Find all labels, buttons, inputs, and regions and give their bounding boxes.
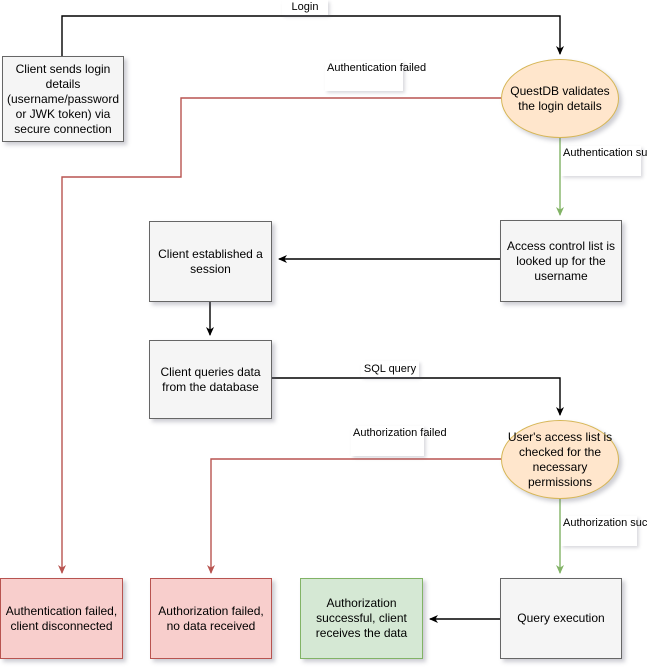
- node-client-queries-data[interactable]: Client queries data from the database: [149, 340, 272, 419]
- node-label: Query execution: [517, 611, 605, 625]
- node-authorization-failed[interactable]: Authorization failed, no data received: [150, 578, 272, 659]
- node-questdb-validates-login[interactable]: QuestDB validates the login details: [501, 59, 619, 138]
- node-label: User's access list is checked for the ne…: [507, 429, 613, 489]
- node-query-execution[interactable]: Query execution: [500, 578, 622, 659]
- node-label: Client sends login details (username/pas…: [6, 61, 120, 136]
- edge-label-sql-query: SQL query: [361, 361, 419, 377]
- node-label: Client queries data from the database: [160, 364, 261, 394]
- node-label: Authentication failed, client disconnect…: [5, 603, 118, 633]
- node-client-established-session[interactable]: Client established a session: [149, 221, 272, 302]
- node-authentication-failed[interactable]: Authentication failed, client disconnect…: [0, 578, 123, 659]
- edge-label-authentication-successful: Authentication successful: [561, 146, 647, 176]
- node-label: Client established a session: [158, 246, 263, 276]
- node-authorization-successful[interactable]: Authorization successful, client receive…: [300, 578, 423, 659]
- edge-login: [61, 15, 564, 56]
- node-client-sends-login-details[interactable]: Client sends login details (username/pas…: [2, 56, 124, 142]
- edge-label-authorization-successful: Authorization successful: [561, 516, 647, 546]
- node-access-control-list-lookup[interactable]: Access control list is looked up for the…: [500, 220, 622, 302]
- edge-label-authorization-failed: Authorization failed: [351, 426, 447, 456]
- node-label: QuestDB validates the login details: [510, 83, 610, 113]
- node-user-access-list-checked[interactable]: User's access list is checked for the ne…: [501, 420, 619, 499]
- edge-authentication-failed: [58, 97, 501, 574]
- edge-sql-query: [272, 377, 564, 416]
- edge-label-login: Login: [282, 0, 328, 15]
- edge-authorization-failed: [207, 458, 501, 574]
- node-label: Authorization failed, no data received: [158, 603, 264, 633]
- node-label: Authorization successful, client receive…: [315, 596, 408, 640]
- node-label: Access control list is looked up for the…: [506, 238, 616, 283]
- edge-label-authentication-failed: Authentication failed: [325, 61, 426, 91]
